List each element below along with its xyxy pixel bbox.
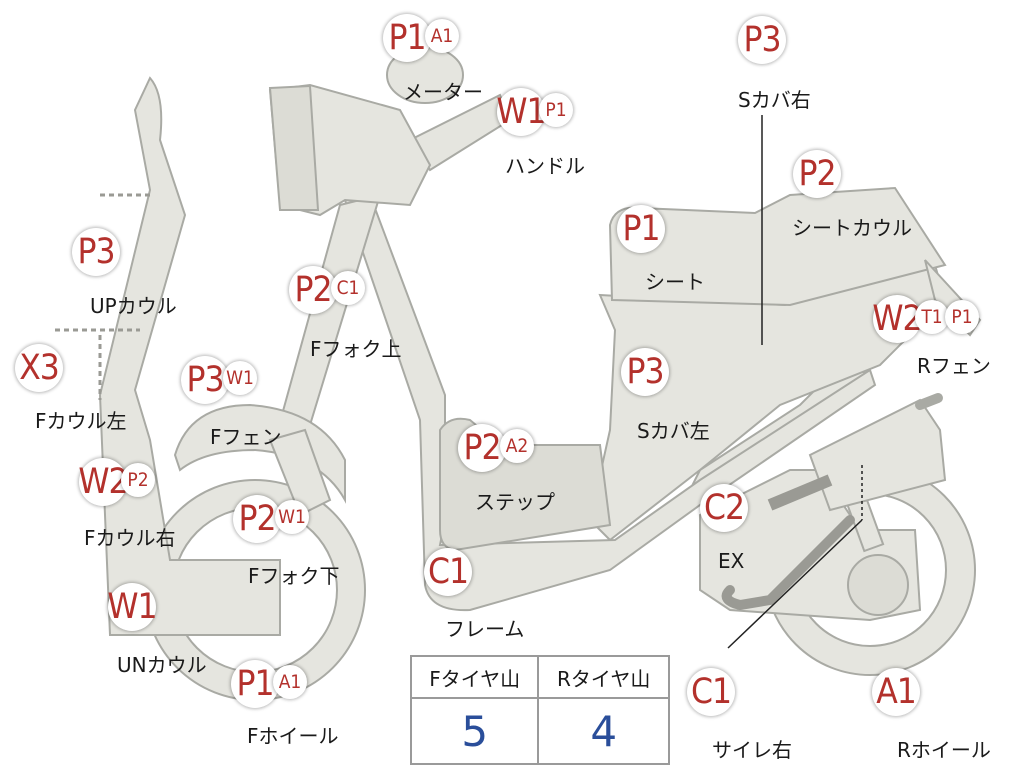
tire-tread-table: Fタイヤ山 Rタイヤ山 5 4 (409, 655, 670, 765)
code-bubble: P3 (181, 356, 229, 404)
code-bubble: C1 (687, 668, 735, 716)
front-fender-shape (173, 403, 346, 504)
badge-un-cowl: W1 (107, 583, 158, 631)
badge-up-cowl: P3 (72, 228, 120, 276)
label-handle: ハンドル (505, 154, 585, 178)
code-bubble: P2 (793, 150, 841, 198)
code-bubble: P1 (617, 205, 665, 253)
label-up-cowl: UPカウル (90, 294, 177, 318)
badge-f-cowl-left: X3 (15, 344, 63, 392)
label-f-cowl-right: Fカウル右 (84, 526, 176, 550)
code-bubble: W1 (223, 361, 257, 395)
badge-muffler-right: C1 (687, 668, 735, 716)
code-bubble: P3 (72, 228, 120, 276)
code-bubble: P2 (121, 463, 155, 497)
leader-line-muffler (727, 519, 863, 649)
code-bubble: P1 (231, 660, 279, 708)
rear-tire-value: 4 (537, 697, 670, 765)
code-bubble: X3 (15, 344, 63, 392)
code-bubble: A1 (425, 19, 459, 53)
code-bubble: A2 (500, 429, 534, 463)
badge-f-cowl-right: W2 P2 (78, 458, 155, 506)
badge-seat: P1 (617, 205, 665, 253)
badge-handle: W1 P1 (496, 88, 573, 136)
code-bubble: W2 (872, 295, 923, 343)
label-muffler-right: サイレ右 (712, 738, 792, 762)
badge-f-wheel: P1 A1 (231, 660, 307, 708)
code-bubble: C1 (331, 271, 365, 305)
badge-step: P2 A2 (458, 424, 534, 472)
label-f-fork-upper: Fフォク上 (310, 337, 402, 361)
code-bubble: A1 (872, 668, 920, 716)
label-seat-cowl: シートカウル (792, 216, 912, 240)
label-step: ステップ (475, 490, 555, 514)
label-un-cowl: UNカウル (117, 653, 207, 677)
code-bubble: P3 (738, 16, 786, 64)
label-f-fork-lower: Fフォク下 (248, 564, 340, 588)
code-bubble: A1 (273, 665, 307, 699)
code-bubble: P2 (458, 424, 506, 472)
badge-f-fender: P3 W1 (181, 356, 257, 404)
badge-r-fender: W2 T1 P1 (872, 295, 979, 343)
badge-f-fork-lower: P2 W1 (233, 495, 309, 543)
code-bubble: C2 (700, 484, 748, 532)
code-bubble: T1 (915, 300, 949, 334)
fork-upper-shape (273, 193, 382, 442)
code-bubble: P3 (621, 348, 669, 396)
code-bubble: W1 (496, 88, 547, 136)
badge-seat-cowl: P2 (793, 150, 841, 198)
badge-s-cover-right: P3 (738, 16, 786, 64)
badge-frame: C1 (424, 548, 472, 596)
label-r-fender: Rフェン (917, 354, 991, 378)
label-meter: メーター (403, 80, 483, 104)
front-tire-header: Fタイヤ山 (409, 655, 540, 699)
badge-f-fork-upper: P2 C1 (289, 266, 365, 314)
label-frame: フレーム (445, 617, 525, 641)
code-bubble: P1 (945, 300, 979, 334)
label-r-wheel: Rホイール (897, 738, 991, 762)
label-s-cover-left: Sカバ左 (637, 419, 710, 443)
badge-s-cover-left: P3 (621, 348, 669, 396)
front-cowl-shape (98, 76, 281, 636)
code-bubble: W1 (275, 500, 309, 534)
label-s-cover-right: Sカバ右 (738, 88, 811, 112)
badge-ex: C2 (700, 484, 748, 532)
code-bubble: P2 (233, 495, 281, 543)
code-bubble: W2 (78, 458, 129, 506)
badge-meter: P1 A1 (383, 14, 459, 62)
label-seat: シート (645, 270, 705, 294)
label-f-fender: Fフェン (210, 425, 282, 449)
code-bubble: P2 (289, 266, 337, 314)
label-f-wheel: Fホイール (247, 724, 339, 748)
code-bubble: P1 (539, 93, 573, 127)
muffler-shape (808, 398, 947, 512)
label-ex: EX (718, 549, 745, 573)
code-bubble: W1 (107, 583, 158, 631)
label-f-cowl-left: Fカウル左 (35, 409, 127, 433)
badge-r-wheel: A1 (872, 668, 920, 716)
code-bubble: C1 (424, 548, 472, 596)
code-bubble: P1 (383, 14, 431, 62)
front-tire-value: 5 (409, 697, 540, 765)
rear-tire-header: Rタイヤ山 (537, 655, 670, 699)
